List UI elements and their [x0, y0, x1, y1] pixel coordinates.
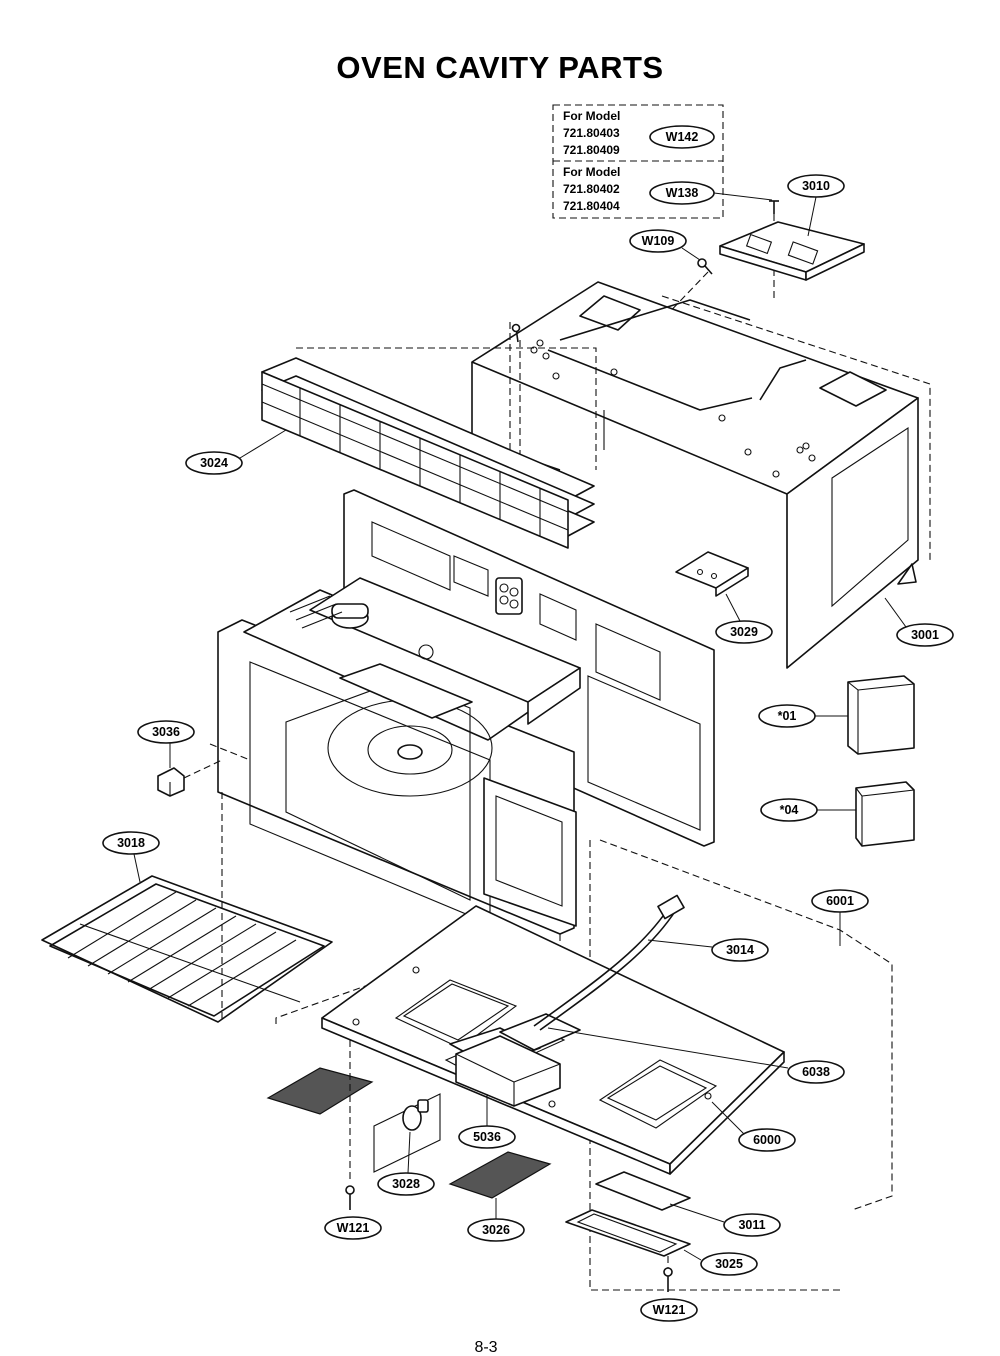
callout-W138: W138 [649, 181, 715, 205]
callout-W121-left: W121 [324, 1216, 382, 1240]
svg-text:3011: 3011 [738, 1218, 765, 1232]
model-group-1-model-2: 721.80409 [563, 143, 620, 157]
callout-3026: 3026 [467, 1218, 525, 1242]
callout-3036: 3036 [137, 720, 195, 744]
grease-filter-left [266, 1067, 374, 1115]
light-housing-5036 [455, 1035, 561, 1107]
outer-case-3001 [471, 281, 919, 669]
svg-text:6001: 6001 [826, 894, 854, 908]
model-group-1-model-1: 721.80403 [563, 126, 620, 140]
callout-6038: 6038 [787, 1060, 845, 1084]
callout-W142: W142 [649, 125, 715, 149]
callout-W109: W109 [629, 229, 687, 253]
page-title: OVEN CAVITY PARTS [336, 50, 663, 85]
model-group-2-model-2: 721.80404 [563, 199, 620, 213]
callout-3011: 3011 [723, 1213, 781, 1237]
grille-3024 [261, 357, 595, 549]
svg-text:3029: 3029 [730, 625, 758, 639]
svg-text:W109: W109 [642, 234, 675, 248]
svg-text:W121: W121 [337, 1221, 370, 1235]
svg-text:3010: 3010 [802, 179, 830, 193]
svg-text:W142: W142 [666, 130, 699, 144]
svg-text:*04: *04 [780, 803, 799, 817]
svg-text:6000: 6000 [753, 1133, 781, 1147]
svg-text:*01: *01 [778, 709, 797, 723]
callout-04: *04 [760, 798, 818, 822]
callout-W121-right: W121 [640, 1298, 698, 1322]
svg-text:3025: 3025 [715, 1257, 743, 1271]
bracket-3036 [157, 767, 185, 797]
svg-text:5036: 5036 [473, 1130, 501, 1144]
lamp-3028 [373, 1093, 441, 1173]
lens-frame-3025 [565, 1209, 691, 1257]
svg-text:W121: W121 [653, 1303, 686, 1317]
screw-case [511, 323, 521, 343]
callout-3025: 3025 [700, 1252, 758, 1276]
screw-w109 [697, 258, 713, 275]
bracket-3010 [719, 221, 865, 281]
grease-filter-3026 [448, 1151, 552, 1199]
callout-3024: 3024 [185, 451, 243, 475]
callout-3018: 3018 [102, 831, 160, 855]
svg-text:3001: 3001 [911, 628, 939, 642]
callout-3014: 3014 [711, 938, 769, 962]
screw-w121-left [345, 1185, 355, 1210]
callout-5036: 5036 [458, 1125, 516, 1149]
callout-3028: 3028 [377, 1172, 435, 1196]
light-cover-3011 [595, 1171, 691, 1211]
screw-w121-right [663, 1267, 673, 1292]
svg-text:6038: 6038 [802, 1065, 830, 1079]
manual-04 [855, 781, 915, 847]
page-number: 8-3 [474, 1339, 497, 1356]
model-group-2-model-1: 721.80402 [563, 182, 620, 196]
callout-01: *01 [758, 704, 816, 728]
svg-text:3036: 3036 [152, 725, 180, 739]
svg-text:W138: W138 [666, 186, 699, 200]
base-plate-6000 [321, 905, 785, 1175]
clip-3029 [675, 551, 749, 597]
svg-text:3026: 3026 [482, 1223, 510, 1237]
callout-3001: 3001 [896, 623, 954, 647]
model-group-1-heading: For Model [563, 109, 620, 123]
svg-text:3028: 3028 [392, 1177, 420, 1191]
screw-w138 [769, 200, 779, 214]
callout-6000: 6000 [738, 1128, 796, 1152]
svg-text:3014: 3014 [726, 943, 754, 957]
oven-cavity [217, 489, 715, 935]
manual-01 [847, 675, 915, 755]
model-group-2-heading: For Model [563, 165, 620, 179]
oven-rack-3018 [41, 875, 333, 1023]
svg-text:3024: 3024 [200, 456, 228, 470]
callout-6001: 6001 [811, 889, 869, 913]
wire-harness-3014 [533, 894, 685, 1031]
svg-text:3018: 3018 [117, 836, 145, 850]
callout-3029: 3029 [715, 620, 773, 644]
model-selection-box: For Model 721.80403 721.80409 W142 For M… [552, 104, 724, 219]
callout-3010: 3010 [787, 174, 845, 198]
